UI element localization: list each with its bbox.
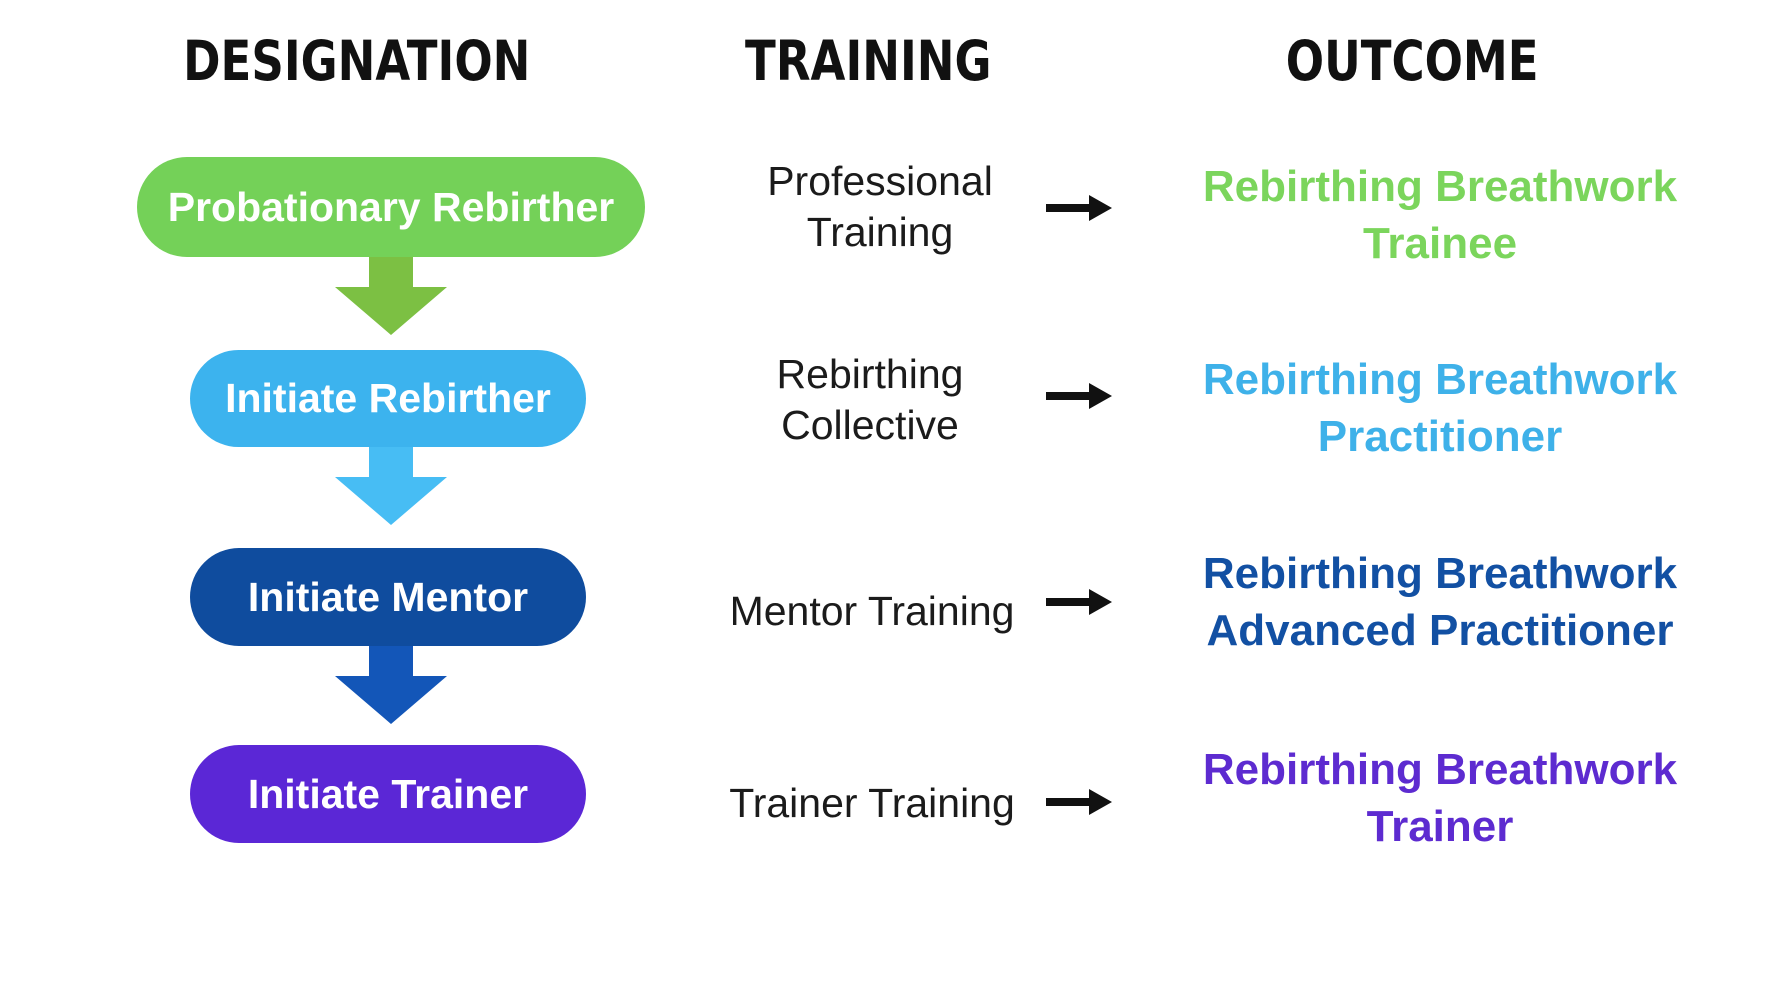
outcome-rebirthing-breathwork-trainee: Rebirthing Breathwork Trainee bbox=[1202, 162, 1678, 268]
column-header-designation: DESIGNATION bbox=[107, 28, 607, 94]
pill-initiate-mentor: Initiate Mentor bbox=[190, 548, 586, 646]
outcome-rebirthing-breathwork-trainer: Rebirthing Breathwork Trainer bbox=[1202, 745, 1678, 851]
column-header-outcome: OUTCOME bbox=[1162, 28, 1662, 94]
training-mentor-training: Mentor Training bbox=[729, 588, 1015, 634]
pill-initiate-rebirther: Initiate Rebirther bbox=[190, 350, 586, 447]
pill-initiate-trainer: Initiate Trainer bbox=[190, 745, 586, 843]
column-header-training-label: TRAINING bbox=[744, 29, 992, 93]
right-arrow-icon bbox=[1046, 383, 1112, 409]
column-header-outcome-label: OUTCOME bbox=[1285, 29, 1539, 93]
outcome-rebirthing-breathwork-practitioner: Rebirthing Breathwork Practitioner bbox=[1202, 355, 1678, 461]
training-rebirthing-collective: Rebirthing Collective bbox=[776, 351, 964, 448]
right-arrow-icon bbox=[1046, 789, 1112, 815]
down-arrow-icon bbox=[335, 247, 447, 335]
outcome-rebirthing-breathwork-advanced-practitioner: Rebirthing Breathwork Advanced Practitio… bbox=[1202, 549, 1678, 655]
column-header-designation-label: DESIGNATION bbox=[183, 29, 531, 93]
pill-probationary-rebirther: Probationary Rebirther bbox=[137, 157, 645, 257]
right-arrow-icon bbox=[1046, 589, 1112, 615]
down-arrow-icon bbox=[335, 437, 447, 525]
training-trainer-training: Trainer Training bbox=[729, 780, 1015, 826]
training-professional-training: Professional Training bbox=[767, 158, 993, 255]
right-arrow-icon bbox=[1046, 195, 1112, 221]
down-arrow-icon bbox=[335, 636, 447, 724]
column-header-training: TRAINING bbox=[618, 28, 1118, 94]
